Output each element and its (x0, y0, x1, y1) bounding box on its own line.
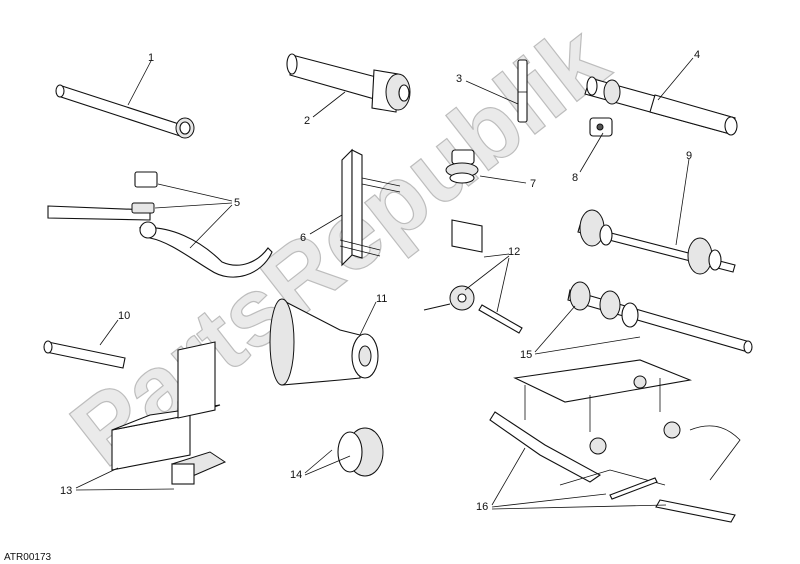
callout-15: 15 (520, 349, 532, 361)
callout-11: 11 (376, 293, 387, 305)
callout-12: 12 (508, 246, 520, 258)
part-16-stand (489, 359, 741, 523)
part-15-assembly (567, 281, 753, 354)
part-14-ring (337, 427, 384, 477)
part-8-nut (589, 117, 613, 137)
part-13-case (111, 341, 227, 485)
leader-lines (75, 57, 694, 510)
part-4-shaft (584, 76, 738, 136)
part-11-bell (269, 298, 379, 386)
callout-6: 6 (300, 232, 306, 244)
part-7-plug (445, 149, 479, 184)
part-6-frame (339, 148, 401, 267)
part-9-puller (577, 209, 736, 275)
part-2-bush (286, 53, 411, 113)
callout-4: 4 (694, 49, 700, 61)
callout-1: 1 (148, 52, 154, 64)
part-10-pin (43, 340, 126, 369)
callout-10: 10 (118, 310, 130, 322)
callout-3: 3 (456, 73, 462, 85)
callout-labels: 1 2 3 4 5 6 7 8 9 10 11 12 13 14 15 16 (60, 49, 700, 513)
callout-8: 8 (572, 172, 578, 184)
callout-14: 14 (290, 469, 302, 481)
callout-7: 7 (530, 178, 536, 190)
drawing-reference: ATR00173 (4, 552, 52, 563)
callout-5: 5 (234, 197, 240, 209)
part-12-plate (423, 219, 523, 334)
part-5-wrench (47, 171, 273, 278)
callout-9: 9 (686, 150, 692, 162)
part-3-small-pin (517, 59, 528, 123)
callout-13: 13 (60, 485, 72, 497)
callout-16: 16 (476, 501, 488, 513)
callout-2: 2 (304, 115, 310, 127)
part-1-pin (55, 84, 195, 139)
